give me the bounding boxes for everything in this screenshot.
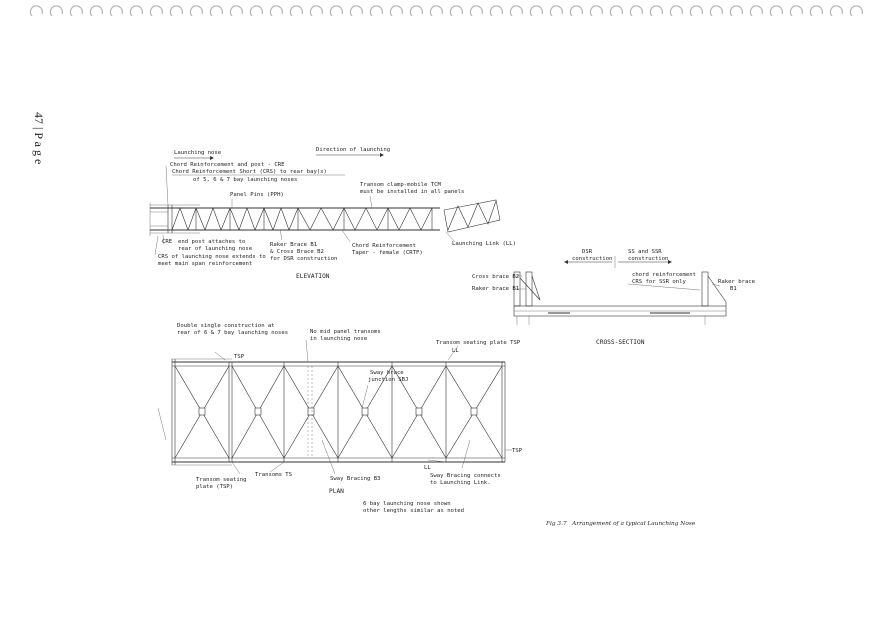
elevation-title: ELEVATION [296,273,330,280]
spiral-ring [329,5,343,17]
spiral-ring [309,5,323,17]
plan-view: Double single construction at rear of 6 … [157,323,523,514]
label-taper-2: Taper - female (CRTF) [352,250,423,256]
label-cre: CRE [162,239,173,245]
cs-label-chord-reinf: chord reinforcement [632,272,696,278]
label-crs-extends-1: CRS of launching nose extends to [158,254,266,260]
plan-label-seat-2: plate (TSP) [196,484,233,490]
spiral-ring [669,5,683,17]
plan-label-sway-junction-1: Sway brace [370,370,404,376]
spiral-ring [469,5,483,17]
spiral-ring [249,5,263,17]
spiral-ring [69,5,83,17]
cs-label-ss: SS and SSR [628,249,662,255]
spiral-ring [369,5,383,17]
spiral-ring [289,5,303,17]
cs-label-crs-ssr: CRS for SSR only [632,279,687,285]
label-launching-link: Launching Link (LL) [452,241,516,247]
cross-section-view: DSR construction SS and SSR construction… [472,249,756,346]
cs-label-cross-brace: Cross brace B2 [472,274,519,280]
spiral-ring [629,5,643,17]
spiral-ring [709,5,723,17]
label-transom-clamp-2: must be installed in all panels [360,189,464,195]
cs-label-ss-sub: construction [628,256,668,262]
plan-label-sway-conn-1: Sway Bracing connects [430,473,501,479]
spiral-ring [49,5,63,17]
spiral-ring [809,5,823,17]
spiral-ring [649,5,663,17]
spiral-ring [409,5,423,17]
spiral-ring [489,5,503,17]
spiral-ring [849,5,863,17]
plan-label-tsp-top-left: TSP [234,354,245,360]
label-raker-3: for DSR construction [270,256,337,262]
plan-label-sway-b3: Sway Bracing B3 [330,476,381,482]
label-direction: Direction of launching [316,147,390,153]
plan-label-transoms: Transoms TS [255,472,292,478]
spiral-ring [569,5,583,17]
label-crs-1: Chord Reinforcement Short (CRS) to rear … [172,169,327,175]
spiral-ring [429,5,443,17]
label-end-post-2: rear of launching nose [178,246,253,252]
spiral-ring [789,5,803,17]
spiral-ring [169,5,183,17]
spiral-ring [89,5,103,17]
plan-label-tsp-right: TSP [512,448,523,454]
cs-label-raker-brace: Raker brace B1 [472,286,519,292]
cs-label-raker-b1-a: Raker brace [718,279,756,285]
spiral-ring [149,5,163,17]
plan-label-sway-junction-2: junction SBJ [368,377,408,383]
plan-title: PLAN [329,488,344,495]
label-end-post-1: end post attaches to [178,239,245,245]
label-launching-nose: Launching nose [174,150,222,156]
spiral-ring [349,5,363,17]
spiral-ring [209,5,223,17]
plan-label-ll-bottom: LL [424,465,431,471]
spiral-ring [589,5,603,17]
label-cre-post: Chord Reinforcement and post - CRE [170,162,285,168]
plan-label-transom-plate: Transom seating plate TSP [436,340,521,346]
label-transom-clamp-1: Transom clamp-mobile TCM [360,182,441,188]
plan-label-ll-top: LL [452,348,459,354]
label-raker-2: & Cross Brace B2 [270,249,324,255]
plan-label-double-1: Double single construction at [177,323,275,329]
label-taper-1: Chord Reinforcement [352,243,416,249]
spiral-ring [689,5,703,17]
plan-note-1: 6 bay launching nose shown [363,501,451,507]
spiral-ring [389,5,403,17]
spiral-ring [129,5,143,17]
spiral-ring [749,5,763,17]
spiral-ring [609,5,623,17]
plan-label-double-2: rear of 6 & 7 bay launching noses [177,330,288,336]
spiral-ring [229,5,243,17]
cs-label-dsr-sub: construction [572,256,612,262]
cs-label-dsr: DSR [582,249,593,255]
spiral-ring [109,5,123,17]
spiral-ring [29,5,43,17]
plan-note-2: other lengths similar as noted [363,508,464,514]
label-panel-pins: Panel Pins (PPH) [230,192,284,198]
label-raker-1: Raker Brace B1 [270,242,317,248]
spiral-ring [449,5,463,17]
spiral-ring [769,5,783,17]
spiral-ring [529,5,543,17]
plan-label-seat-1: Transom seating [196,477,247,483]
spiral-ring [729,5,743,17]
plan-label-no-mid-2: in launching nose [310,336,368,342]
spiral-binding [29,5,863,17]
elevation-view: Launching nose Direction of launching Ch… [149,147,516,280]
spiral-ring [269,5,283,17]
figure-caption: Fig 3.7 Arrangement of a typical Launchi… [545,521,696,527]
spiral-ring [509,5,523,17]
cs-label-raker-b1-b: B1 [730,286,737,292]
label-crs-2: of 5, 6 & 7 bay launching noses [193,177,297,183]
label-crs-extends-2: meet main span reinforcement [158,261,252,267]
plan-label-no-mid-1: No mid panel transoms [310,329,381,335]
spiral-ring [829,5,843,17]
plan-label-sway-conn-2: to Launching Link. [430,480,491,486]
spiral-ring [549,5,563,17]
spiral-ring [189,5,203,17]
cross-section-title: CROSS-SECTION [596,339,645,346]
